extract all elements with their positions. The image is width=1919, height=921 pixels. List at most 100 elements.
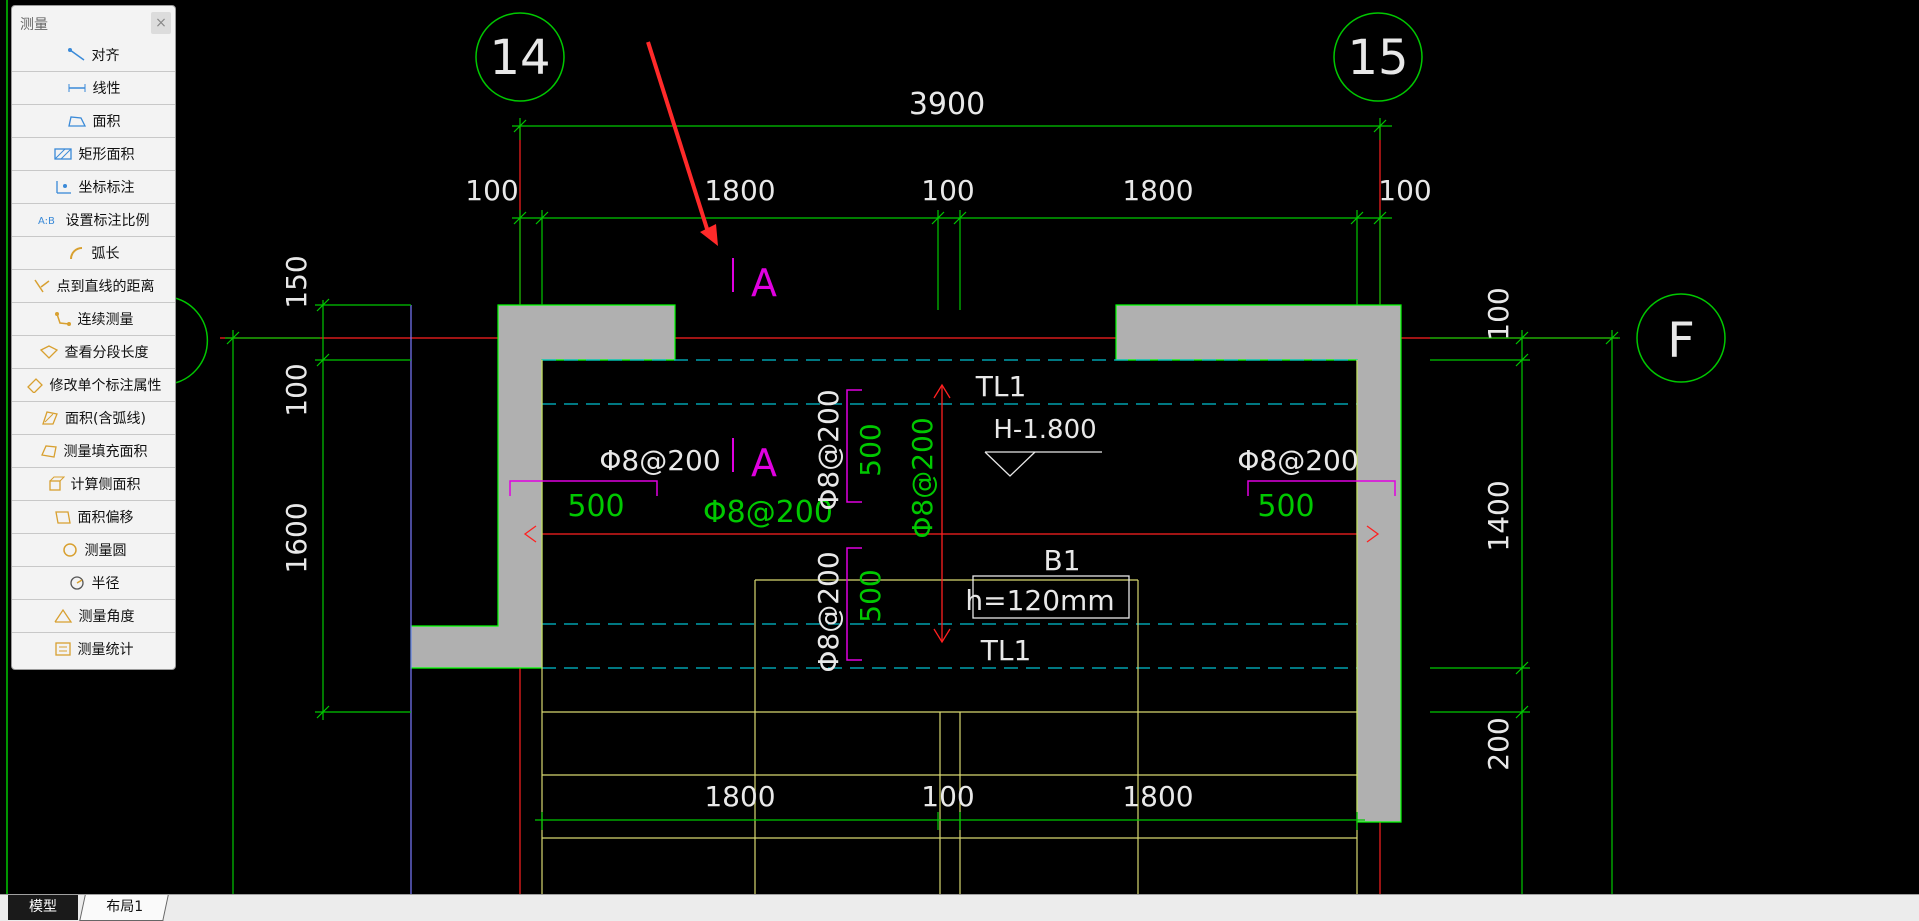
svg-text:3900: 3900 — [909, 87, 985, 122]
coord-icon — [55, 181, 71, 194]
wall-outline — [410, 304, 1402, 823]
rebar-vertical-arrow — [933, 383, 951, 644]
grid-bubble-F: F — [1636, 293, 1726, 383]
edit-dim-icon — [26, 378, 43, 393]
svg-text:100: 100 — [921, 780, 974, 813]
offset-icon — [54, 511, 71, 524]
tool-align[interactable]: 对齐 — [12, 39, 175, 71]
svg-text:1600: 1600 — [280, 502, 313, 573]
dimension-text: 3900 100 1800 100 1800 100 1800 100 1800… — [280, 87, 1515, 813]
tool-segment[interactable]: 查看分段长度 — [12, 335, 175, 368]
rebar-horizontal-arrow — [523, 525, 1380, 543]
annotation-arrow — [646, 41, 718, 246]
rebar-text: Φ8@200 500 Φ8@200 Φ8@200 500 Φ8@200 500 … — [567, 389, 1358, 672]
svg-text:Φ8@200: Φ8@200 — [812, 389, 845, 510]
layout-tab-bar: 模型 布局1 — [0, 894, 1919, 921]
close-button[interactable]: × — [151, 12, 171, 34]
slab-label: B1 h=120mm — [965, 544, 1130, 619]
tool-angle[interactable]: 测量角度 — [12, 599, 175, 632]
side-area-icon — [48, 476, 65, 491]
svg-text:Φ8@200: Φ8@200 — [1237, 444, 1358, 477]
radius-icon — [69, 576, 84, 590]
segment-icon — [39, 345, 58, 359]
area-icon — [67, 116, 86, 127]
angle-icon — [53, 608, 72, 623]
svg-text:A: A — [751, 261, 777, 305]
elevation-mark: H-1.800 — [984, 415, 1102, 477]
tool-point-line[interactable]: 点到直线的距离 — [12, 269, 175, 302]
svg-text:A:B: A:B — [38, 216, 55, 227]
stair-lines — [541, 360, 1358, 894]
tool-coord[interactable]: 坐标标注 — [12, 170, 175, 203]
svg-text:Φ8@200: Φ8@200 — [703, 495, 833, 530]
svg-text:F: F — [1667, 313, 1695, 369]
tool-continuous[interactable]: 连续测量 — [12, 302, 175, 335]
align-icon — [67, 48, 84, 61]
svg-text:TL1: TL1 — [980, 634, 1032, 667]
grid-bubble-15: 15 — [1333, 12, 1423, 102]
circle-icon — [62, 543, 77, 557]
svg-text:h=120mm: h=120mm — [965, 584, 1114, 617]
svg-text:500: 500 — [854, 569, 887, 622]
beam-lines — [542, 359, 1357, 669]
continuous-icon — [54, 312, 71, 326]
svg-text:1800: 1800 — [1122, 780, 1193, 813]
svg-text:14: 14 — [489, 30, 550, 86]
svg-text:200: 200 — [1482, 717, 1515, 770]
tool-linear[interactable]: 线性 — [12, 71, 175, 104]
svg-text:1800: 1800 — [704, 174, 775, 207]
tool-arc[interactable]: 弧长 — [12, 236, 175, 269]
measure-palette[interactable]: 测量 × 对齐 线性 面积 矩形面积 坐标标注 A:B 设置标注比例 — [11, 5, 176, 670]
tool-fill-area[interactable]: 测量填充面积 — [12, 434, 175, 467]
svg-text:100: 100 — [280, 363, 313, 416]
tab-layout1[interactable]: 布局1 — [79, 895, 169, 921]
palette-title: 测量 — [20, 17, 48, 33]
svg-text:Φ8@200: Φ8@200 — [906, 417, 939, 538]
svg-text:1800: 1800 — [704, 780, 775, 813]
svg-text:500: 500 — [567, 489, 624, 524]
svg-text:1800: 1800 — [1122, 174, 1193, 207]
grid-bubble-partial — [169, 296, 209, 385]
tab-model[interactable]: 模型 — [8, 895, 78, 920]
dimension-lines — [225, 118, 1620, 894]
fill-area-icon — [40, 445, 57, 458]
section-mark-middle: A — [732, 438, 777, 485]
grid-bubble-14: 14 — [475, 12, 565, 102]
svg-text:15: 15 — [1347, 30, 1408, 86]
section-mark-top: A — [732, 258, 777, 305]
tool-rect-area[interactable]: 矩形面积 — [12, 137, 175, 170]
svg-text:TL1: TL1 — [975, 370, 1027, 403]
svg-text:H-1.800: H-1.800 — [993, 415, 1096, 445]
svg-text:Φ8@200: Φ8@200 — [599, 444, 720, 477]
svg-text:150: 150 — [280, 255, 313, 308]
svg-text:1400: 1400 — [1482, 480, 1515, 551]
tool-stats[interactable]: 测量统计 — [12, 632, 175, 665]
tool-circle[interactable]: 测量圆 — [12, 533, 175, 566]
palette-titlebar[interactable]: 测量 × — [12, 6, 175, 39]
tool-offset[interactable]: 面积偏移 — [12, 500, 175, 533]
rebar-brackets — [509, 389, 1396, 661]
svg-text:100: 100 — [1482, 287, 1515, 340]
tool-radius[interactable]: 半径 — [12, 566, 175, 599]
linear-icon — [68, 84, 85, 92]
svg-text:100: 100 — [1378, 174, 1431, 207]
scale-icon: A:B — [38, 216, 55, 227]
tool-edit-dim[interactable]: 修改单个标注属性 — [12, 368, 175, 401]
svg-text:500: 500 — [1257, 489, 1314, 524]
beam-labels: TL1 TL1 — [975, 370, 1032, 667]
stats-icon — [54, 642, 71, 656]
tool-area[interactable]: 面积 — [12, 104, 175, 137]
svg-text:100: 100 — [465, 174, 518, 207]
svg-text:100: 100 — [921, 174, 974, 207]
arc-area-icon — [42, 411, 58, 425]
svg-text:500: 500 — [854, 423, 887, 476]
point-line-icon — [33, 279, 49, 293]
svg-text:A: A — [751, 441, 777, 485]
tool-side-area[interactable]: 计算侧面积 — [12, 467, 175, 500]
tool-arc-area[interactable]: 面积(含弧线) — [12, 401, 175, 434]
tool-scale[interactable]: A:B 设置标注比例 — [12, 203, 175, 236]
svg-text:B1: B1 — [1043, 544, 1080, 577]
palette-items: 对齐 线性 面积 矩形面积 坐标标注 A:B 设置标注比例 弧长 点到直线的距离 — [12, 39, 175, 665]
rect-area-icon — [53, 148, 72, 160]
